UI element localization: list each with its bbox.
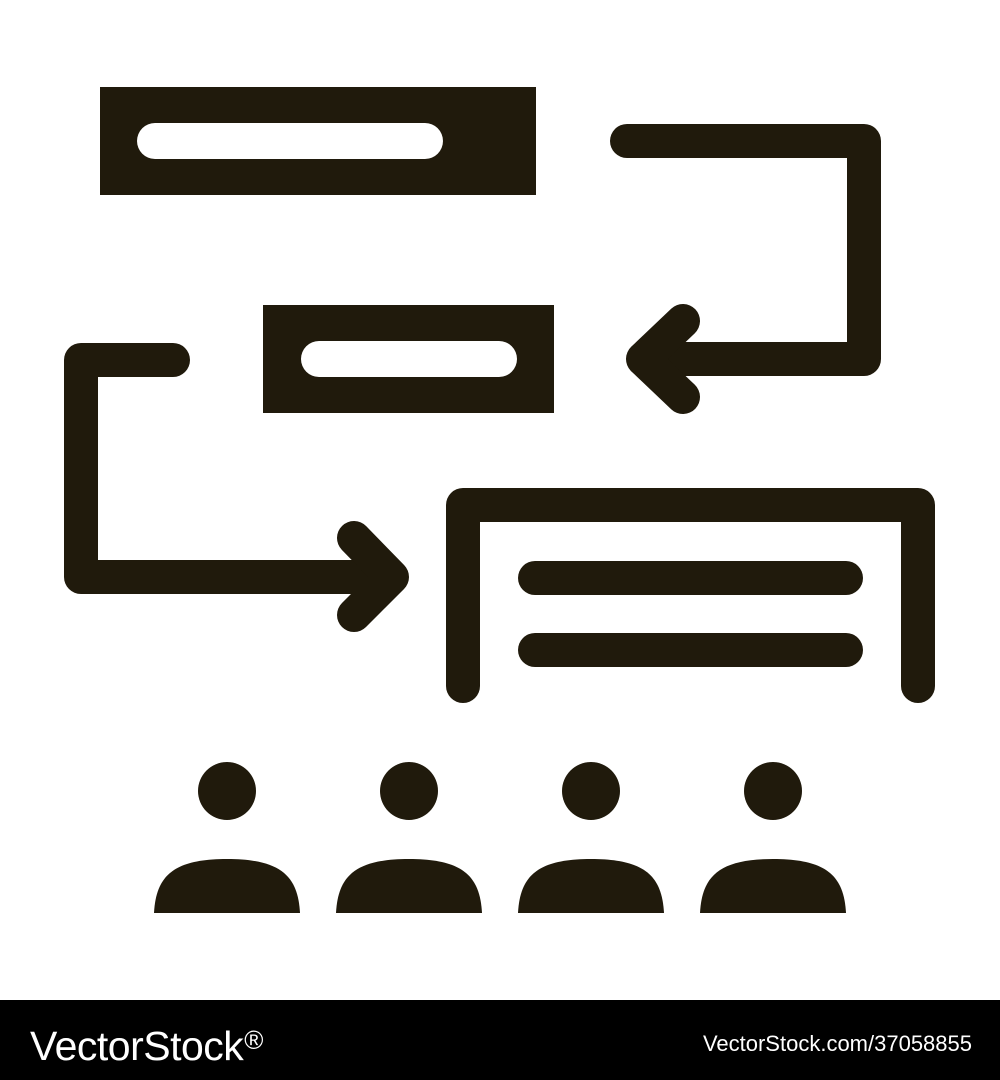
arrow-right-connector-icon bbox=[64, 343, 397, 594]
person-icon bbox=[336, 762, 482, 913]
arrow-left-head-icon bbox=[626, 304, 700, 414]
brand-logo: VectorStock® bbox=[30, 1016, 263, 1070]
arrow-right-head-icon bbox=[337, 521, 409, 632]
presentation-board-icon bbox=[446, 488, 935, 703]
person-icon bbox=[518, 762, 664, 913]
registered-mark: ® bbox=[244, 1025, 263, 1055]
brand-name: VectorStock bbox=[30, 1023, 244, 1069]
person-icon bbox=[154, 762, 300, 913]
icon-canvas bbox=[64, 87, 935, 913]
image-id: VectorStock.com/37058855 bbox=[702, 1031, 972, 1056]
person-icon bbox=[700, 762, 846, 913]
process-flow-team-icon bbox=[64, 87, 935, 913]
audience-group-icon bbox=[154, 762, 846, 913]
arrow-left-connector-icon bbox=[610, 124, 881, 376]
watermark-footer: VectorStock® VectorStock.com/37058855 bbox=[0, 1000, 1000, 1080]
top-block-icon bbox=[100, 87, 536, 195]
middle-block-icon bbox=[263, 305, 554, 413]
